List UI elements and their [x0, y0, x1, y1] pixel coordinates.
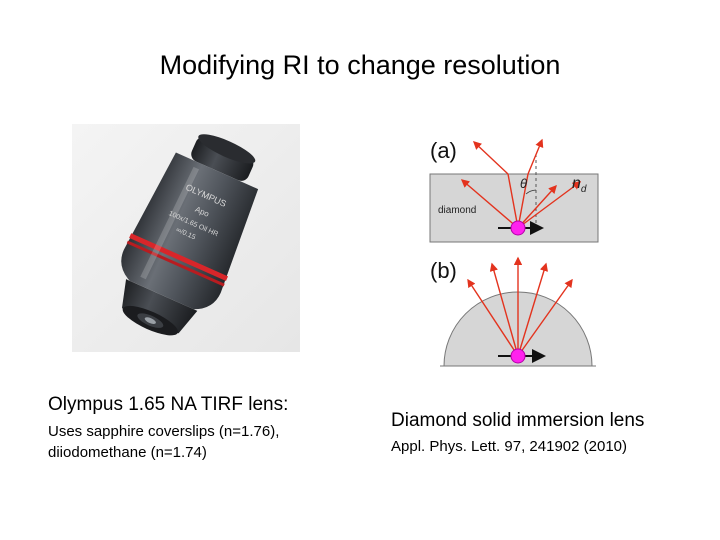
reference-citation: Appl. Phys. Lett. 97, 241902 (2010): [391, 438, 627, 455]
lens-detail-line: Uses sapphire coverslips (n=1.76),: [48, 423, 280, 440]
diamond-caption: Diamond solid immersion lens: [391, 410, 645, 431]
slide-title: Modifying RI to change resolution: [159, 50, 561, 80]
radial-rays: [467, 256, 573, 357]
panel-b-label: (b): [430, 258, 457, 283]
diagram-panel-b: (b): [430, 256, 596, 367]
diamond-label: diamond: [438, 205, 476, 216]
panel-a-label: (a): [430, 138, 457, 163]
lens-caption: Olympus 1.65 NA TIRF lens:: [48, 394, 289, 415]
emitter-dot: [510, 348, 526, 364]
objective-lens-image: OLYMPUS Apo 100x/1.65 Oil HR ∞/0.15: [72, 124, 300, 352]
refracted-rays: [460, 138, 582, 229]
lens-detail: Uses sapphire coverslips (n=1.76), diiod…: [48, 421, 368, 463]
refractive-index-symbol: nd: [572, 175, 587, 195]
diagram-panel-a: (a) θ nd diamond: [429, 138, 599, 243]
theta-symbol: θ: [520, 176, 527, 191]
emitter-dot: [510, 220, 526, 236]
lens-detail-line: diiodomethane (n=1.74): [48, 444, 207, 461]
